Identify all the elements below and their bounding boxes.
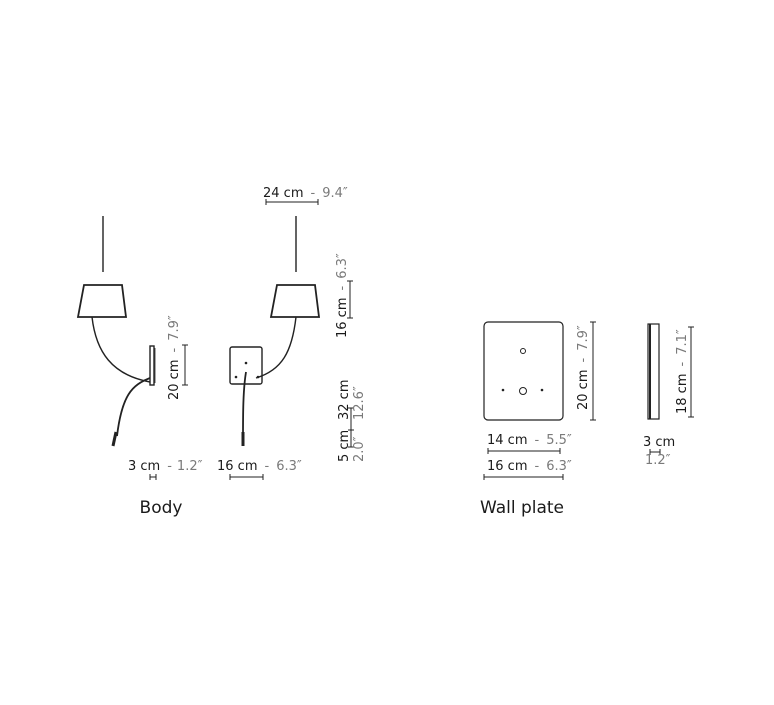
caption-wall-plate: Wall plate (480, 498, 564, 518)
plate-depth-cm: 3 cm (643, 435, 675, 450)
front-plate-hole-top (244, 361, 248, 365)
body-width-sep: - (265, 459, 270, 474)
shade-width-cm: 24 cm (263, 186, 304, 201)
svg-text:24 cm - 9.4″: 24 cm - 9.4″ (263, 184, 348, 201)
shade-width-dimension: 24 cm - 9.4″ (263, 184, 348, 205)
plate-depth-dimension: 3 cm 1.2″ (643, 435, 675, 468)
arm-depth-cm: 3 cm (128, 459, 160, 474)
side-lamp-shade (76, 284, 128, 318)
arm-height-cm: 20 cm (167, 360, 182, 401)
plate-hole-span-cm: 14 cm (487, 433, 528, 448)
body-front-view (229, 216, 321, 446)
svg-text:14 cm - 5.5″: 14 cm - 5.5″ (487, 431, 572, 448)
shade-width-sep: - (311, 186, 316, 201)
plate-width-in: 6.3″ (546, 459, 572, 474)
caption-body: Body (140, 498, 183, 518)
svg-text:3 cm - 1.2″: 3 cm - 1.2″ (128, 457, 203, 474)
plate-side-height-in: 7.1″ (675, 329, 690, 355)
svg-text:20 cm - 7.9″: 20 cm - 7.9″ (165, 315, 182, 400)
arm-depth-sep: - (167, 459, 172, 474)
arm-depth-dimension: 3 cm - 1.2″ (128, 457, 203, 480)
reach-dimension: 32 cm 12.6″ 5 cm 2.0″ (337, 380, 367, 463)
plate-side-height-dimension: 18 cm - 7.1″ (673, 326, 694, 418)
front-plate-hole-right (256, 375, 260, 379)
arm-height-in: 7.9″ (167, 315, 182, 341)
front-lamp-shade (269, 284, 321, 318)
plate-hole-span-sep: - (535, 433, 540, 448)
shade-width-in: 9.4″ (322, 186, 348, 201)
wall-plate-front-view (483, 321, 564, 421)
plate-side-height-cm: 18 cm (675, 374, 690, 415)
plate-depth-in: 1.2″ (645, 453, 671, 468)
plate-width-sep: - (535, 459, 540, 474)
base-offset-cm: 5 cm (337, 430, 352, 462)
plate-side-height-sep: - (675, 362, 690, 367)
body-width-dimension: 16 cm - 6.3″ (217, 457, 302, 480)
wall-plate-hole-right (540, 388, 544, 392)
plate-height-in: 7.9″ (576, 325, 591, 351)
plate-height-dimension: 20 cm - 7.9″ (574, 321, 596, 421)
shade-height-cm: 16 cm (335, 298, 350, 339)
side-reading-arm (116, 377, 151, 437)
wall-plate-hole-center (519, 387, 527, 395)
plate-width-dimension: 16 cm - 6.3″ (483, 457, 572, 480)
svg-text:16 cm - 6.3″: 16 cm - 6.3″ (487, 457, 572, 474)
wall-plate-hole-top (520, 348, 526, 354)
side-arm-curve (91, 316, 151, 383)
wall-plate-side-outline (647, 323, 660, 420)
side-arm-tip (111, 431, 118, 447)
plate-width-cm: 16 cm (487, 459, 528, 474)
arm-height-sep: - (167, 348, 182, 353)
shade-height-sep: - (335, 286, 350, 291)
body-width-in: 6.3″ (276, 459, 302, 474)
front-wall-plate (229, 346, 263, 385)
body-side-view (76, 216, 156, 447)
plate-height-sep: - (576, 358, 591, 363)
shade-height-in: 6.3″ (335, 253, 350, 279)
shade-height-dimension: 16 cm - 6.3″ (333, 253, 353, 338)
wall-plate-outline (483, 321, 564, 421)
front-arm-curve (255, 316, 297, 379)
svg-text:20 cm - 7.9″: 20 cm - 7.9″ (574, 325, 591, 410)
arm-depth-in: 1.2″ (177, 459, 203, 474)
arm-height-dimension: 20 cm - 7.9″ (165, 315, 188, 400)
svg-text:16 cm - 6.3″: 16 cm - 6.3″ (217, 457, 302, 474)
plate-hole-span-in: 5.5″ (546, 433, 572, 448)
side-wall-plate (149, 345, 155, 386)
reach-cm: 32 cm (337, 380, 352, 421)
plate-hole-span-dimension: 14 cm - 5.5″ (487, 431, 572, 454)
svg-text:16 cm - 6.3″: 16 cm - 6.3″ (333, 253, 350, 338)
svg-text:18 cm - 7.1″: 18 cm - 7.1″ (673, 329, 690, 414)
plate-height-cm: 20 cm (576, 370, 591, 411)
wall-plate-side-view (647, 323, 660, 420)
base-offset-in: 2.0″ (352, 436, 367, 462)
front-reading-arm (242, 371, 247, 439)
body-width-cm: 16 cm (217, 459, 258, 474)
reach-in: 12.6″ (352, 386, 367, 420)
wall-plate-hole-left (501, 388, 505, 392)
front-plate-hole-left (234, 375, 238, 379)
